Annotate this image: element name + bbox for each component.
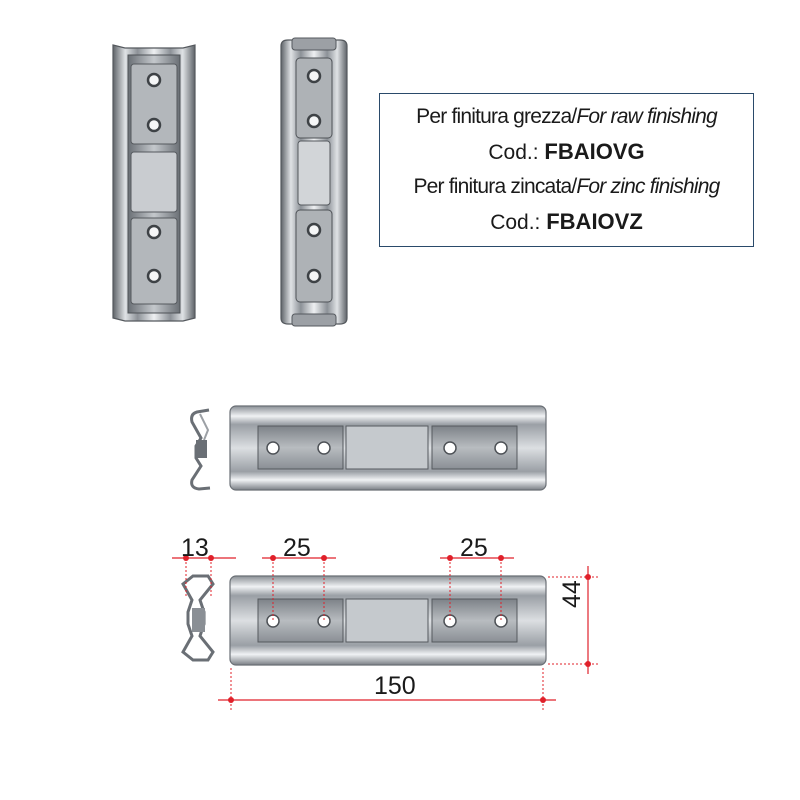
dimension-25-left: 25 <box>283 534 311 562</box>
zinc-label-it: Per finitura zincata/ <box>413 175 577 198</box>
zinc-code-line: Cod.: FBAIOVZ <box>490 209 643 235</box>
hinge-side-view-top <box>229 405 547 491</box>
cod-label: Cod.: <box>488 141 545 164</box>
raw-label-en: For raw finishing <box>576 105 717 128</box>
dimension-44: 44 <box>558 580 586 608</box>
raw-code: FBAIOVG <box>544 139 645 164</box>
cod-label: Cod.: <box>490 211 547 234</box>
raw-finishing-label: Per finitura grezza/For raw finishing <box>416 105 718 129</box>
hinge-profile-bottom <box>181 574 215 662</box>
zinc-finishing-label: Per finitura zincata/For zinc finishing <box>413 175 720 199</box>
dimension-150: 150 <box>374 672 416 700</box>
raw-label-it: Per finitura grezza/ <box>416 105 577 128</box>
hinge-side-view-bottom <box>229 575 547 666</box>
product-code-box: Per finitura grezza/For raw finishing Co… <box>379 93 754 247</box>
raw-hinge-photo <box>112 44 196 322</box>
dimension-lines <box>172 555 600 712</box>
hinge-profile-top <box>190 408 211 491</box>
dimension-25-right: 25 <box>460 534 488 562</box>
zinc-label-en: For zinc finishing <box>576 175 720 198</box>
zinc-code: FBAIOVZ <box>546 209 643 234</box>
dimension-13: 13 <box>181 534 209 562</box>
zinc-hinge-photo <box>280 37 348 327</box>
raw-code-line: Cod.: FBAIOVG <box>488 139 644 165</box>
